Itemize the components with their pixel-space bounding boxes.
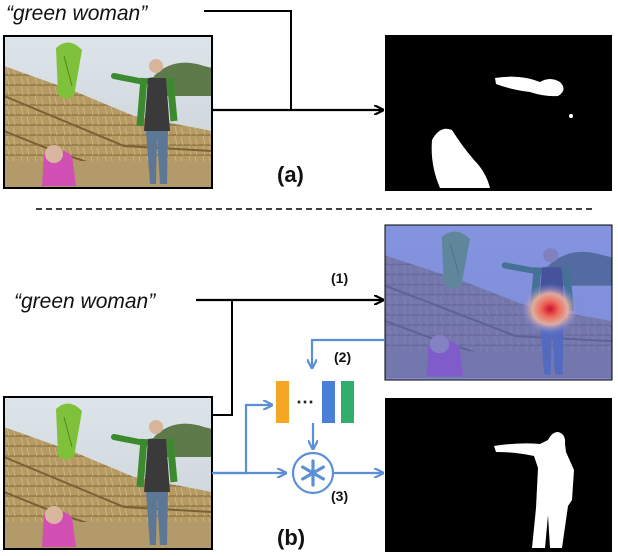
input-photo-bottom	[4, 397, 212, 549]
arrow-image-to-heatmap-connector	[212, 300, 232, 415]
feature-map-green	[341, 381, 354, 423]
input-photo-top	[4, 36, 212, 188]
feature-map-orange	[276, 381, 289, 423]
heatmap-image	[385, 225, 612, 380]
feature-maps: ⋯	[276, 381, 354, 423]
top-panel: “green woman” (a)	[4, 2, 612, 191]
query-text-top: “green woman”	[6, 2, 148, 25]
output-mask-top	[385, 35, 612, 191]
step-label-2: (2)	[334, 349, 351, 365]
bottom-panel: “green woman” (1) (2) ⋯	[4, 225, 612, 552]
output-mask-bottom	[385, 398, 612, 552]
query-text-bottom: “green woman”	[14, 290, 156, 313]
step-label-3: (3)	[331, 488, 348, 504]
feature-ellipsis: ⋯	[296, 392, 314, 412]
feature-map-blue	[322, 381, 335, 423]
convolution-operator	[293, 453, 333, 493]
panel-label-a: (a)	[277, 162, 304, 187]
text-to-arrow-connector-top	[204, 11, 291, 110]
step-label-1: (1)	[331, 270, 348, 286]
panel-label-b: (b)	[277, 525, 305, 550]
attention-hotspot	[520, 283, 580, 335]
